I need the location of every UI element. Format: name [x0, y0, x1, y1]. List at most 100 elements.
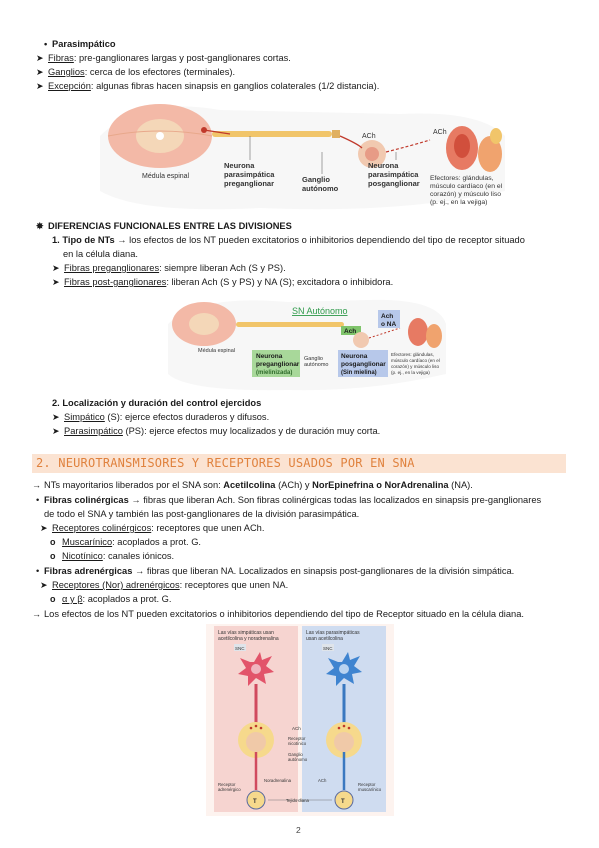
nts-line: →NTs mayoritarios liberados por el SNA s… — [32, 480, 473, 490]
left-title-2: acetilcolina y noradrenalina — [218, 636, 279, 642]
fig2-ach-na-2: o NA — [381, 321, 396, 328]
fig1-ganglio-line1: Ganglio — [302, 175, 330, 184]
left-preganglionic-neuron — [238, 652, 274, 686]
para-fibras: ➤Fibras: pre-ganglionares largas y post-… — [36, 53, 291, 63]
fig3-receptor-musc-2: muscarínico — [358, 787, 382, 792]
fig3-receptor-adr-1: Receptor — [218, 782, 236, 787]
circle-bullet-icon: o — [50, 594, 56, 604]
sympathetic-parasympathetic-figure: Las vías simpáticas usan acetilcolina y … — [206, 624, 394, 816]
fig1-pre-line3: preganglionar — [224, 179, 274, 188]
section-2-heading: 2. NEUROTRANSMISORES Y RECEPTORES USADOS… — [36, 456, 415, 470]
fig1-efectores-line4: (p. ej., en la vejiga) — [430, 199, 487, 206]
fig1-ach-1: ACh — [362, 133, 376, 140]
fig1-ganglio-line2: autónomo — [302, 184, 339, 193]
bullet-icon: • — [44, 39, 48, 49]
arrowhead-icon: ➤ — [52, 426, 60, 436]
preganglionic-fiber — [212, 131, 332, 137]
fig2-efectores-4: (p. ej., en la vejiga) — [391, 370, 430, 375]
diferencias-item-1: 1. Tipo de NTs → los efectos de los NT p… — [52, 235, 525, 245]
fig1-efectores-line3: corazón) y músculo liso — [430, 191, 501, 198]
fig1-ach-2: ACh — [433, 129, 447, 136]
arrowhead-icon: ➤ — [36, 81, 44, 91]
left-target-cell — [246, 790, 266, 810]
fig2-pos-3: (Sin mielina) — [341, 370, 377, 376]
fig1-pre-line2: parasimpática — [224, 170, 275, 179]
parasimpatico-line: ➤Parasimpático (PS): ejerce efectos muy … — [52, 426, 381, 436]
simpatico-line: ➤Simpático (S): ejerce efectos duraderos… — [52, 412, 270, 422]
fig2-efectores-1: Efectores: glándulas, — [391, 352, 434, 357]
diferencias-item-1-cont: en la célula diana. — [63, 249, 138, 259]
fig1-pre-line1: Neurona — [224, 161, 255, 170]
para-excepcion: ➤Excepción: algunas fibras hacen sinapsi… — [36, 81, 380, 91]
fig2-ach-box — [341, 326, 361, 335]
bullet-icon: • — [36, 495, 40, 505]
arrow-right-icon: → — [32, 480, 41, 490]
fig2-ganglion — [353, 332, 369, 348]
fig3-ach: ACh — [292, 726, 301, 731]
snc-right: SNC — [323, 646, 333, 651]
fig2-pre-box — [252, 350, 300, 377]
fig2-efectores-3: corazón) y músculo liso — [391, 364, 439, 369]
fig2-ach-na-1: Ach — [381, 313, 393, 320]
circle-bullet-icon: o — [50, 551, 56, 561]
arrowhead-icon: ➤ — [52, 412, 60, 422]
arrowhead-icon: ➤ — [36, 67, 44, 77]
fig3-noradrenalina: Noradrenalina — [264, 778, 292, 783]
arrowhead-icon: ➤ — [36, 53, 44, 63]
right-title-2: usan acetilcolina — [306, 636, 343, 642]
page-number: 2 — [296, 825, 301, 835]
arrowhead-icon: ➤ — [40, 523, 48, 533]
localizacion-title: 2. Localización y duración del control e… — [52, 398, 262, 408]
fig2-pre-2: preganglionar — [256, 361, 300, 368]
fig2-medula-label: Médula espinal — [198, 348, 235, 354]
fig2-ganglio-2: autónomo — [304, 362, 328, 368]
arrowhead-icon: ➤ — [52, 277, 60, 287]
fig3-ganglio-1: Ganglio — [288, 752, 303, 757]
fig3-tejido: Tejido diana — [286, 798, 310, 803]
fig3-receptor-musc-1: Receptor — [358, 782, 376, 787]
left-title-1: Las vías simpáticas usan — [218, 630, 274, 636]
sun-bullet-icon: ✸ — [36, 221, 44, 231]
receptores-adrenergicos-line: ➤Receptores (Nor) adrenérgicos: receptor… — [40, 580, 289, 590]
fibras-colinergicas-line: •Fibras colinérgicas → fibras que libera… — [36, 495, 542, 505]
fibras-adrenergicas-line: •Fibras adrenérgicas → fibras que libera… — [36, 566, 515, 576]
right-target-cell — [334, 790, 354, 810]
fibras-pre-line: ➤Fibras preganglionares: siempre liberan… — [52, 263, 286, 273]
fig2-ach-label: Ach — [344, 328, 356, 335]
fig2-efectores-2: músculo cardíaco (en el — [391, 358, 440, 363]
fig2-pos-2: posganglionar — [341, 361, 386, 368]
right-preganglionic-neuron — [326, 652, 362, 686]
fig2-pre-1: Neurona — [256, 353, 283, 360]
fig3-t2: T — [341, 799, 345, 805]
circle-bullet-icon: o — [50, 537, 56, 547]
arrowhead-icon: ➤ — [52, 263, 60, 273]
fig2-pos-box — [338, 350, 388, 377]
last-effects-line: →Los efectos de los NT pueden excitatori… — [32, 609, 524, 619]
fig1-pos-line2: parasimpática — [368, 170, 419, 179]
diferencias-title: ✸DIFERENCIAS FUNCIONALES ENTRE LAS DIVIS… — [36, 221, 292, 231]
fig1-efectores-line2: músculo cardíaco (en el — [430, 183, 503, 190]
sn-autonomo-figure: SN Autónomo Ach Ach o NA Médula espinal … — [168, 299, 446, 391]
parasympathetic-pathway-figure: ACh ACh Médula espinal Neurona parasimpá… — [100, 104, 505, 210]
fig1-pos-line1: Neurona — [368, 161, 399, 170]
snc-left: SNC — [235, 646, 245, 651]
fig3-ach-2: ACh — [318, 778, 327, 783]
receptores-colinergicos-line: ➤Receptores colinérgicos: receptores que… — [40, 523, 265, 533]
fibras-post-line: ➤Fibras post-ganglionares: liberan Ach (… — [52, 277, 394, 287]
para-title: •Parasimpático — [44, 39, 116, 49]
fig3-receptor-nic-1: Receptor — [288, 736, 306, 741]
fig3-t1: T — [253, 799, 257, 805]
fig1-efectores-line1: Efectores: glándulas, — [430, 175, 494, 182]
fibras-colinergicas-cont: de todo el SNA y también las post-gangli… — [44, 509, 360, 519]
fig3-receptor-adr-2: adrenérgico — [218, 787, 241, 792]
fig1-medula-label: Médula espinal — [142, 173, 190, 180]
fig2-title: SN Autónomo — [292, 306, 348, 316]
effector-organs — [446, 126, 502, 172]
fig2-pre-3: (mielinizada) — [256, 370, 292, 376]
fig2-ach-na-box — [378, 310, 400, 328]
fig2-ganglio-1: Ganglio — [304, 356, 323, 362]
arrow-right-icon: → — [32, 609, 41, 619]
right-title-1: Las vías parasimpáticas — [306, 630, 360, 636]
